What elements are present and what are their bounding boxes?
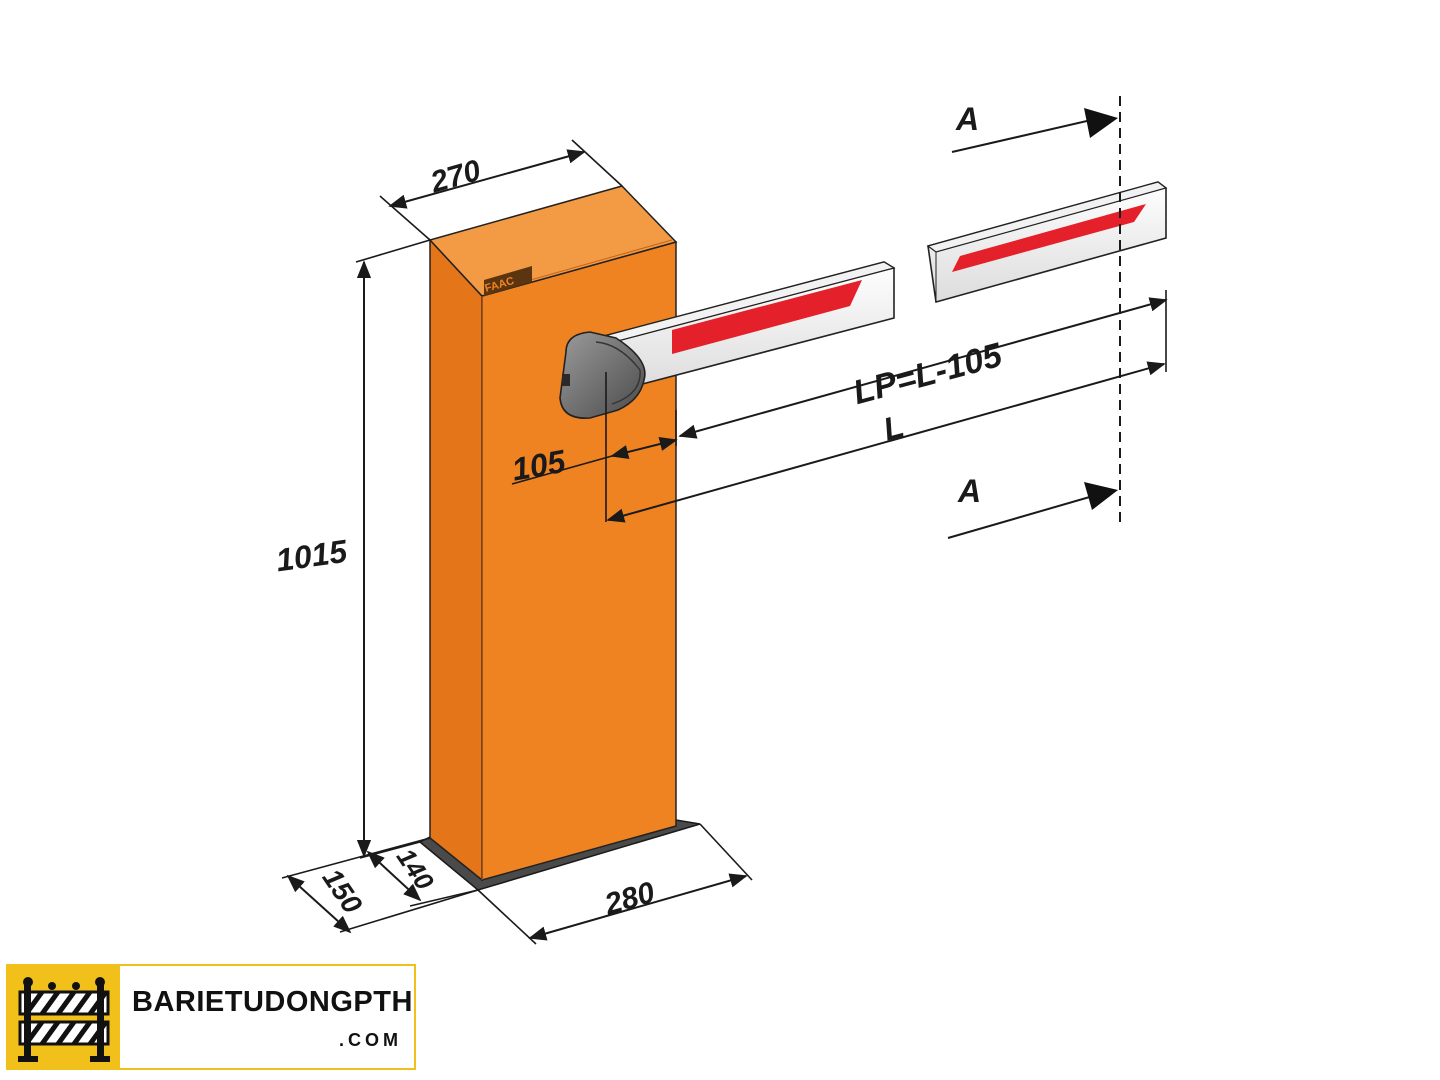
barrier-cabinet	[428, 185, 678, 882]
section-line-a: A A	[947, 96, 1121, 539]
section-arrow-upper-icon	[1084, 108, 1118, 138]
barrier-beam-section-far	[926, 181, 1168, 304]
dimension-base-150: 150	[281, 857, 479, 934]
label-1015: 1015	[274, 533, 351, 579]
dimension-beam-profile: LP=L-105	[849, 336, 1007, 412]
label-lp: LP=L-105	[849, 336, 1007, 412]
barrier-icon	[8, 966, 120, 1068]
label-section-a-upper: A	[955, 101, 979, 137]
logo-name: BARIETUDONGPTH	[132, 986, 413, 1018]
label-150: 150	[316, 863, 368, 919]
label-section-a-lower: A	[957, 473, 981, 509]
section-arrow-lower-icon	[1084, 482, 1118, 510]
brand-logo[interactable]: BARIETUDONGPTH .COM	[6, 964, 416, 1070]
dimension-height: 1015	[274, 239, 431, 859]
label-270: 270	[426, 154, 484, 200]
label-L: L	[879, 408, 907, 448]
label-280: 280	[600, 876, 658, 922]
logo-tld: .COM	[339, 1030, 402, 1050]
